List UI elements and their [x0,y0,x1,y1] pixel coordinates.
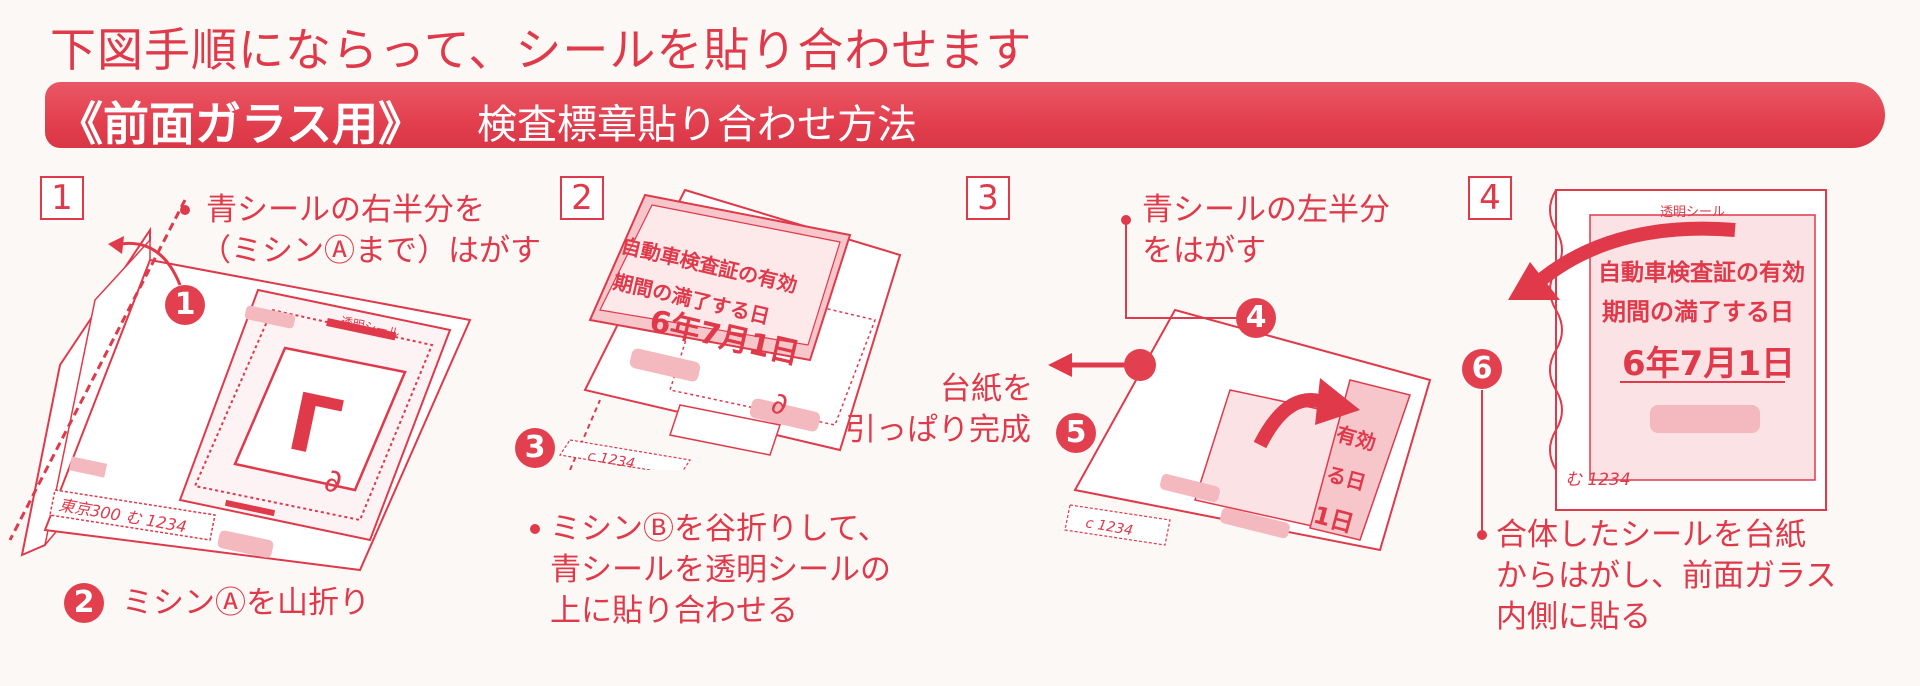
step4-plate-text: む 1234 [1565,470,1631,490]
step4-sticker-line2: 期間の満了する日 [1602,298,1794,326]
instruction-5-line1: 台紙を [940,371,1033,407]
step-box-4: 4 [1468,176,1512,220]
step2-corner-mark: ∂ [768,385,791,423]
step-box-3: 3 [966,176,1010,220]
step-number-5: 5 [1056,413,1096,453]
step4-transparent-label: 透明シール [1660,205,1725,220]
banner-subtitle: 検査標章貼り合わせ方法 [477,102,917,148]
step-number-4: 4 [1236,298,1276,338]
callout-dot-6 [1477,530,1487,540]
instruction-1-line2: （ミシンⒶまで）はがす [200,233,541,269]
instruction-2: ミシンⒶを山折り [122,585,370,621]
step2-plate-text: c 1234 [586,448,636,470]
callout-line-4 [1125,220,1238,319]
section-banner: 《前面ガラス用》 検査標章貼り合わせ方法 [45,82,1885,151]
instruction-6-line2: からはがし、前面ガラス [1496,558,1837,594]
instruction-3-line3: 上に貼り合わせる [550,593,798,629]
instruction-1-line1: 青シールの右半分を [206,192,485,228]
callout-dot-1 [180,205,190,215]
callout-dot-3 [530,524,540,534]
step-number-6: 6 [1462,349,1502,389]
instruction-3-line1: ミシンⒷを谷折りして、 [550,511,889,547]
step-number-1: 1 [165,285,205,325]
callout-dot-4 [1121,215,1131,225]
instruction-3-line2: 青シールを透明シールの [550,552,891,588]
instruction-6-line1: 合体したシールを台紙 [1496,517,1806,553]
step-box-1: 1 [40,176,84,220]
step4-arrow [1508,221,1736,300]
instruction-4-line1: 青シールの左半分 [1142,192,1390,228]
step-box-2: 2 [560,176,604,220]
instruction-6-line3: 内側に貼る [1496,599,1651,635]
banner-bold-title: 《前面ガラス用》 [57,97,425,151]
step4-sticker-date: 6年7月1日 [1622,344,1795,384]
step4-sticker-line1: 自動車検査証の有効 [1598,259,1805,286]
step-number-2: 2 [64,583,104,623]
pull-arrow [1048,349,1156,381]
instruction-4-line2: をはがす [1142,233,1266,269]
step3-illustration: 有効 る日 1日 c 1234 [1064,308,1432,552]
step2-illustration: 自動車検査証の有効 期間の満了する日 6年7月1日 c 1234 ∂ [558,188,902,470]
step1-illustration: 東京300 む 1234 透明シール Γ ∂ [8,199,472,572]
step-number-3: 3 [515,428,555,468]
page-headline: 下図手順にならって、シールを貼り合わせます [50,23,1033,77]
callout-line-6 [1481,390,1483,530]
instruction-5-line2: 引っぱり完成 [845,412,1031,448]
